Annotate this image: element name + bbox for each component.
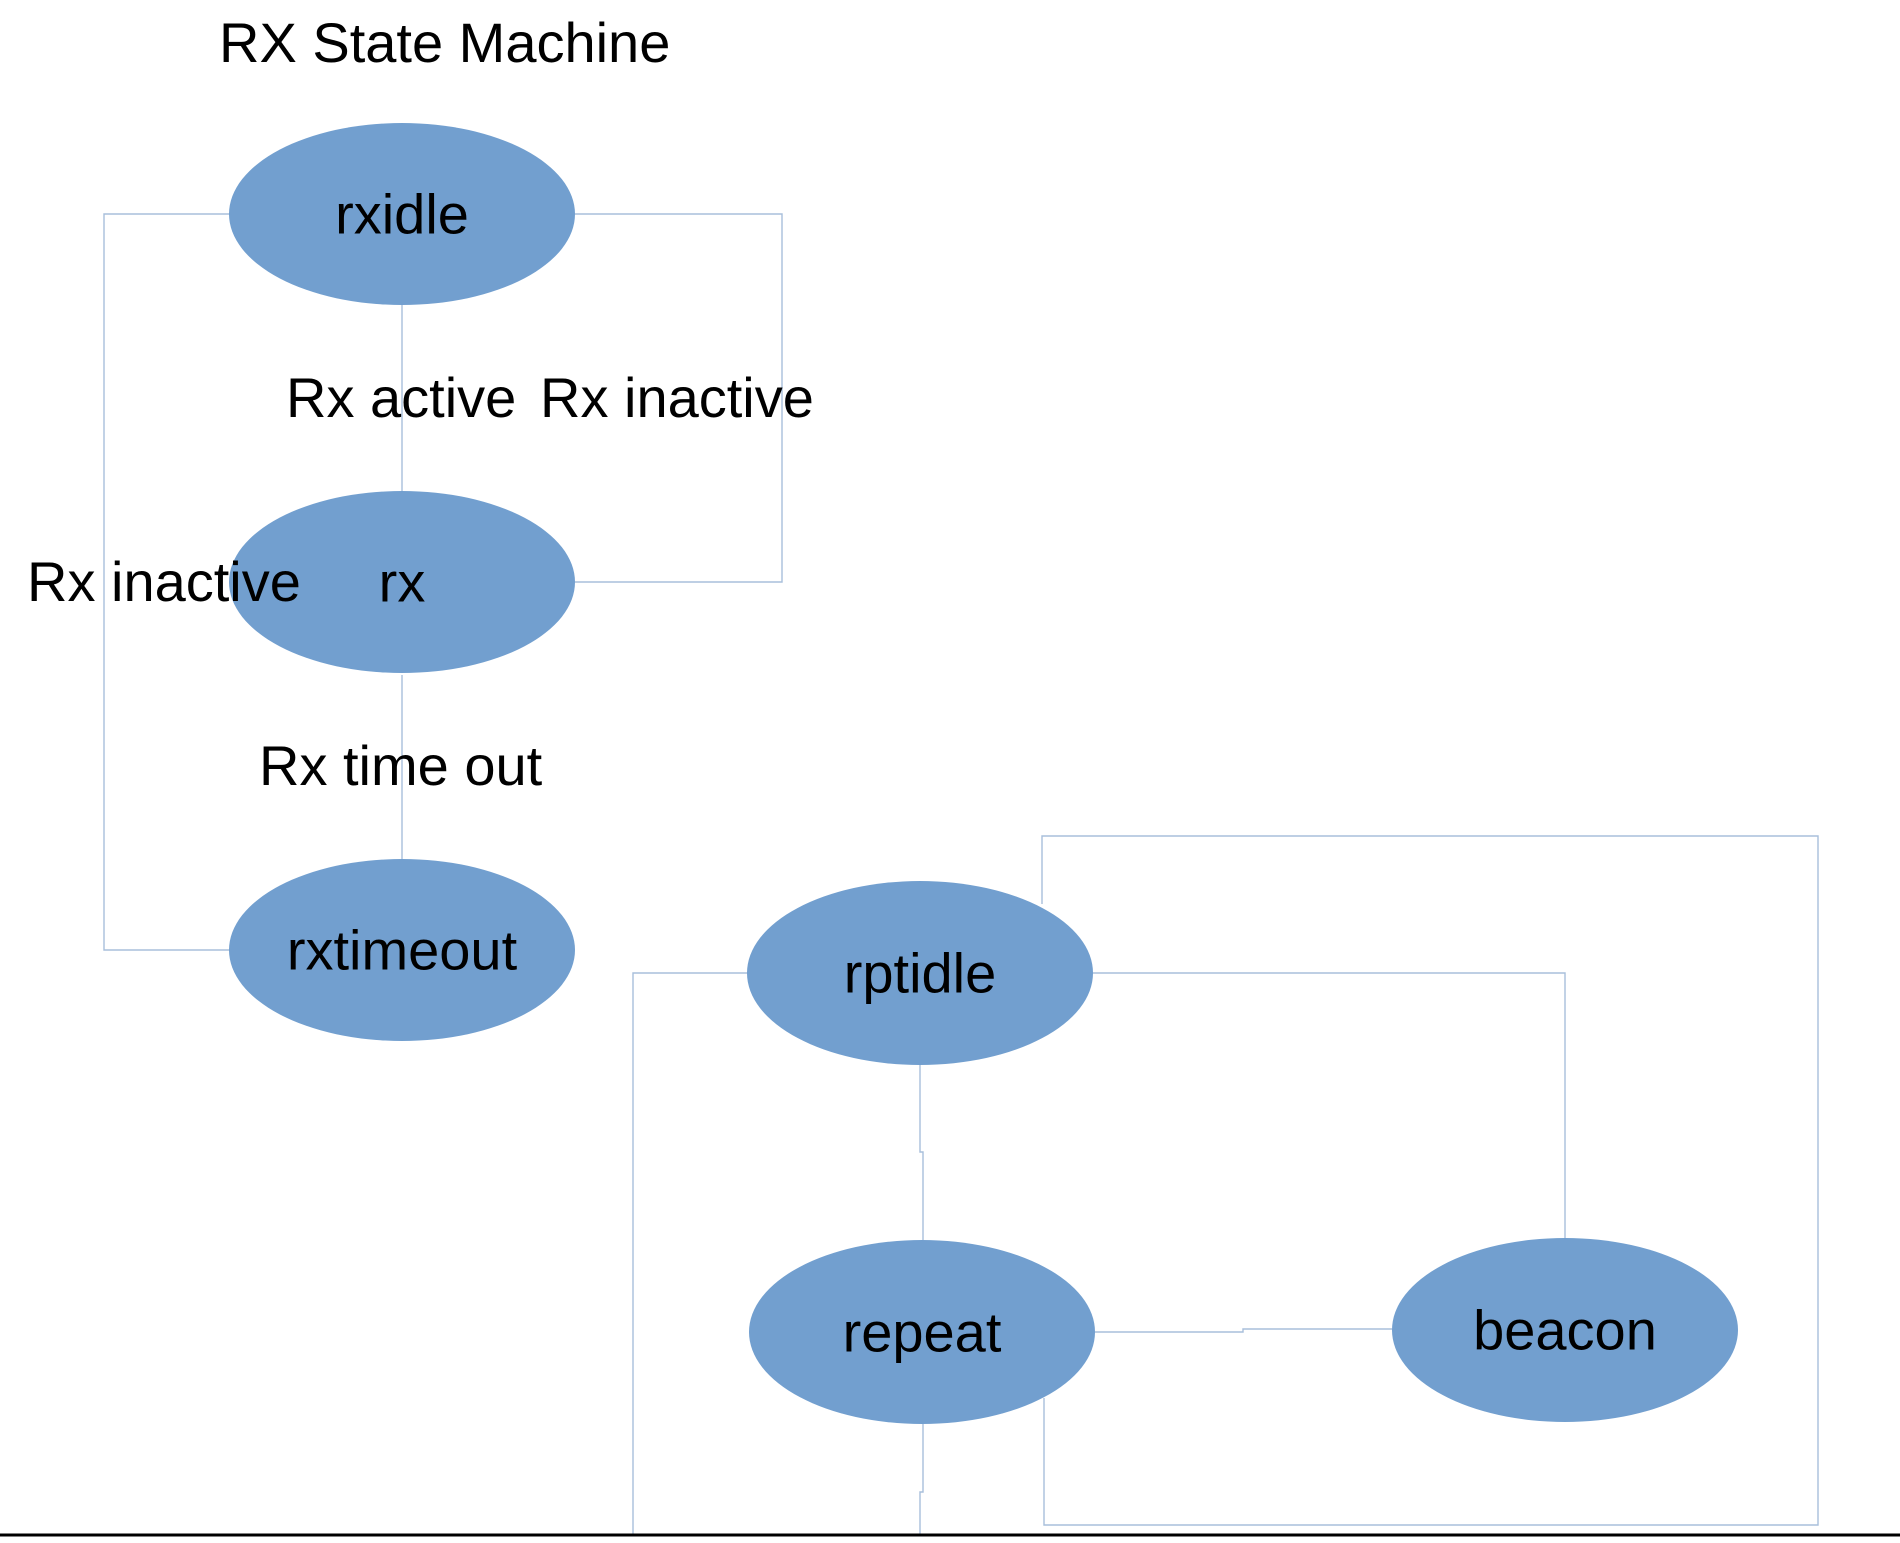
- state-node-rxtimeout: rxtimeout: [229, 859, 575, 1041]
- diagram-title: RX State Machine: [219, 11, 670, 74]
- state-ellipse-repeat: [749, 1240, 1095, 1424]
- state-ellipse-rptidle: [747, 881, 1093, 1065]
- connector-repeat-beacon: [1095, 1328, 1392, 1333]
- connector-rptidle-repeat: [919, 1065, 924, 1240]
- edge-label-rx-inactive-right: Rx inactive: [540, 366, 814, 429]
- state-node-repeat: repeat: [749, 1240, 1095, 1424]
- state-node-beacon: beacon: [1392, 1238, 1738, 1422]
- state-label-beacon: beacon: [1473, 1299, 1657, 1362]
- state-label-rx: rx: [379, 551, 426, 614]
- state-node-rxidle: rxidle: [229, 123, 575, 305]
- connectors: [103, 213, 1819, 1536]
- edge-label-rx-inactive-left: Rx inactive: [27, 550, 301, 613]
- edge-label-rx-active: Rx active: [286, 366, 516, 429]
- state-ellipse-rxidle: [229, 123, 575, 305]
- connector-rptidle-repeat-outer-loop: [1041, 835, 1819, 1526]
- state-node-rx: rx: [229, 491, 575, 673]
- state-ellipse-rx: [229, 491, 575, 673]
- edge-label-rx-time-out: Rx time out: [259, 734, 543, 797]
- connector-rptidle-beacon: [1092, 972, 1566, 1238]
- connector-repeat-down: [919, 1424, 924, 1536]
- connector-rxidle-rxtimeout-left: [103, 213, 230, 951]
- connector-rptidle-left-down: [632, 972, 748, 1536]
- state-ellipse-beacon: [1392, 1238, 1738, 1422]
- state-node-rptidle: rptidle: [747, 881, 1093, 1065]
- state-label-rptidle: rptidle: [844, 942, 997, 1005]
- state-label-rxtimeout: rxtimeout: [287, 919, 518, 982]
- state-ellipse-rxtimeout: [229, 859, 575, 1041]
- state-label-rxidle: rxidle: [335, 183, 469, 246]
- connector-rxidle-rx-right: [575, 213, 783, 583]
- state-label-repeat: repeat: [843, 1301, 1002, 1364]
- nodes: rxidle rx rxtimeout rptidle repeat beaco…: [229, 123, 1738, 1424]
